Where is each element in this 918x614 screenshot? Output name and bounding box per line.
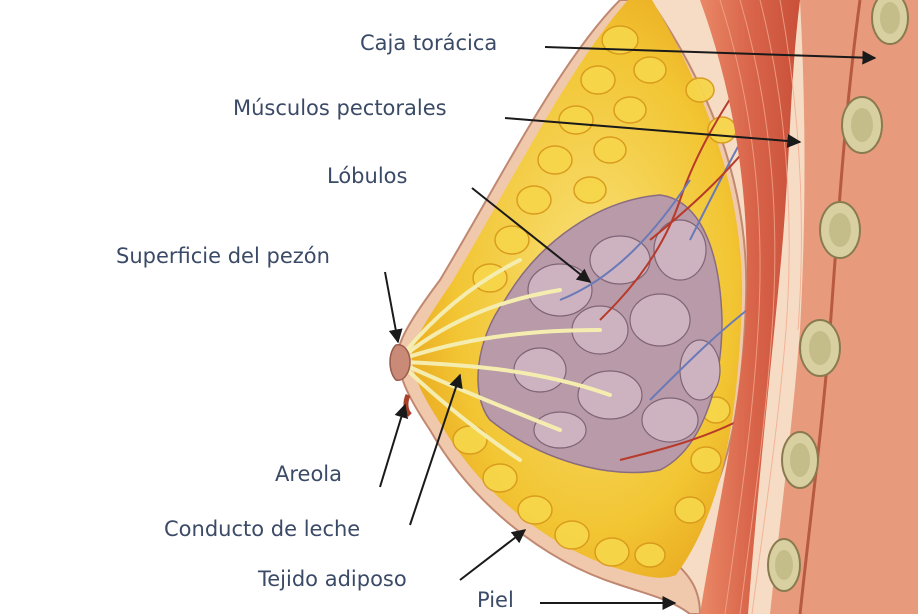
label-conducto-leche: Conducto de leche (164, 519, 360, 540)
areola (406, 395, 410, 415)
nipple (390, 345, 410, 381)
arrow-areola (380, 405, 405, 487)
label-superficie-pezon: Superficie del pezón (116, 246, 330, 267)
arrow-tejido-adiposo (460, 530, 525, 580)
arrow-superficie-pezon (385, 272, 398, 342)
label-areola: Areola (275, 464, 342, 485)
label-caja-toracica: Caja torácica (360, 33, 497, 54)
label-piel: Piel (477, 590, 514, 611)
label-musculos-pectorales: Músculos pectorales (233, 98, 447, 119)
label-tejido-adiposo: Tejido adiposo (258, 569, 407, 590)
label-lobulos: Lóbulos (327, 166, 407, 187)
